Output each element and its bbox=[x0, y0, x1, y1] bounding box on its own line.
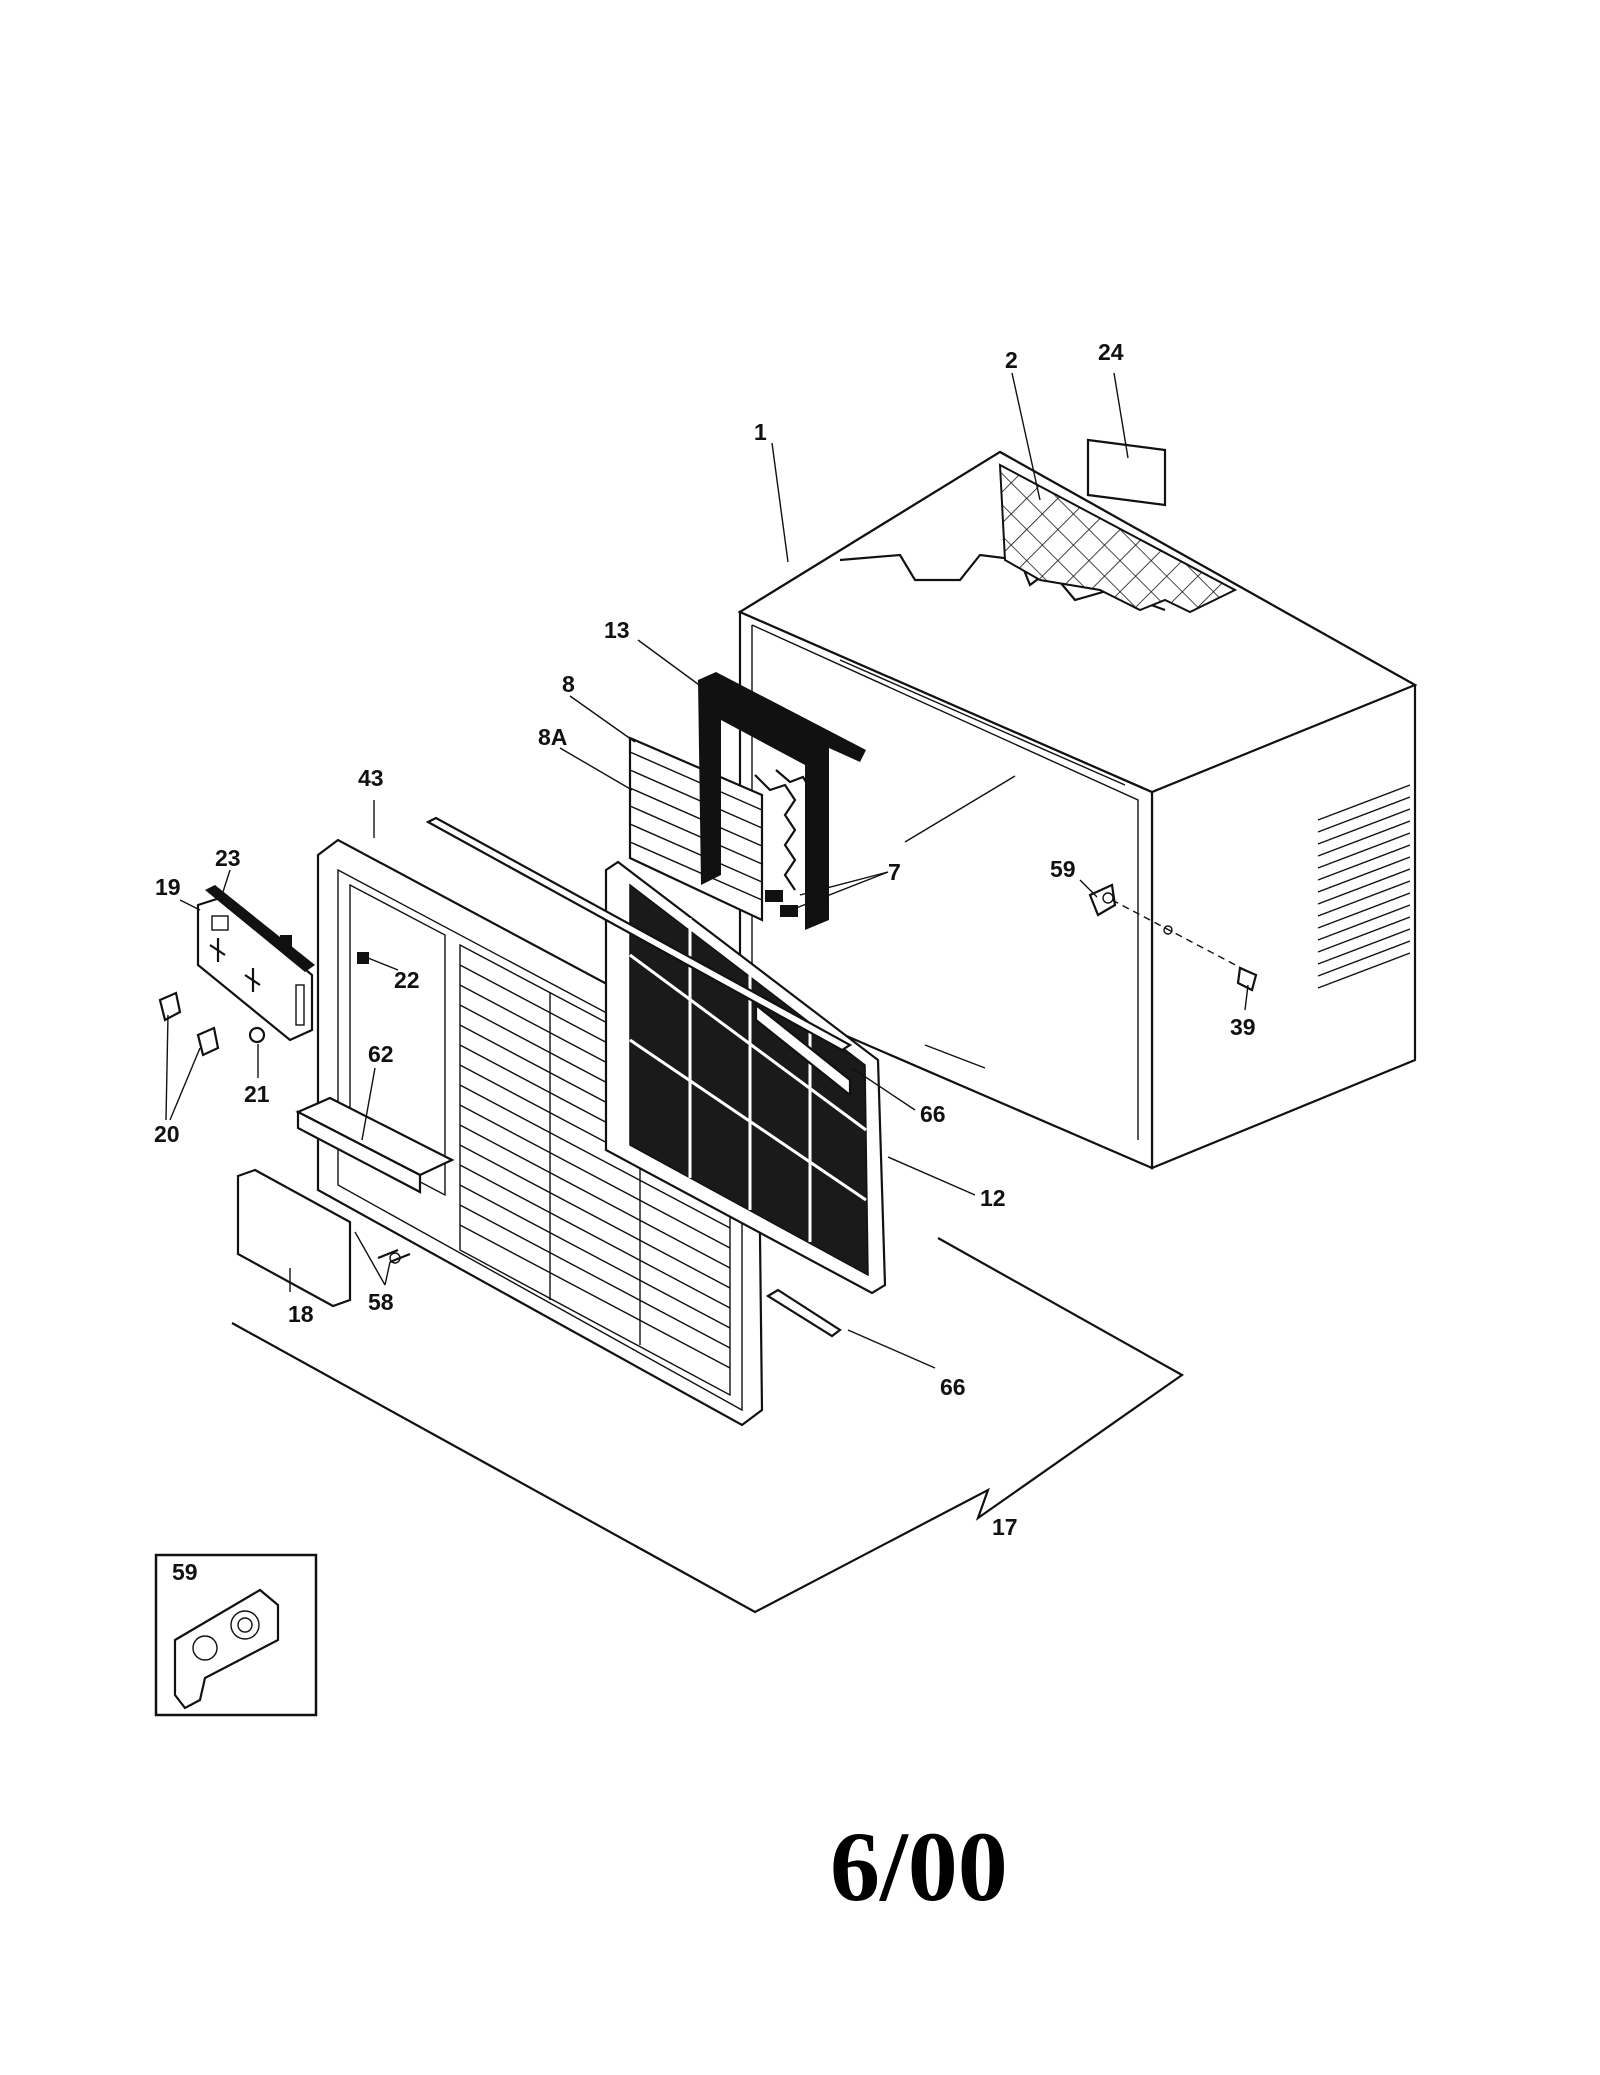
label-part-20: 20 bbox=[154, 1121, 180, 1147]
label-part-2: 2 bbox=[1005, 347, 1018, 373]
revision-date: 6/00 bbox=[830, 1811, 1008, 1922]
inset-label-59: 59 bbox=[172, 1559, 198, 1585]
assembly-bracket bbox=[231, 1237, 1185, 1614]
thermostat-strip bbox=[205, 885, 315, 972]
label-part-62: 62 bbox=[368, 1041, 394, 1067]
label-part-66-bottom: 66 bbox=[940, 1374, 966, 1400]
label-part-66-top: 66 bbox=[920, 1101, 946, 1127]
label-part-8a: 8A bbox=[538, 724, 567, 750]
coil-gasket bbox=[698, 672, 866, 930]
label-part-17: 17 bbox=[992, 1514, 1018, 1540]
mounting-bracket bbox=[1088, 883, 1117, 917]
label-part-39: 39 bbox=[1230, 1014, 1256, 1040]
label-part-18: 18 bbox=[288, 1301, 314, 1327]
label-part-19: 19 bbox=[155, 874, 181, 900]
knob-retainer bbox=[248, 1026, 266, 1044]
top-rail bbox=[425, 816, 853, 1052]
label-plate bbox=[1086, 438, 1167, 507]
control-knobs bbox=[158, 991, 220, 1057]
screw bbox=[1236, 966, 1258, 992]
label-part-58: 58 bbox=[368, 1289, 394, 1315]
label-part-22: 22 bbox=[394, 967, 420, 993]
label-part-12: 12 bbox=[980, 1185, 1006, 1211]
label-part-1: 1 bbox=[754, 419, 767, 445]
grille-bar bbox=[295, 1096, 455, 1194]
label-part-59: 59 bbox=[1050, 856, 1076, 882]
air-filter bbox=[604, 860, 887, 1295]
label-part-23: 23 bbox=[215, 845, 241, 871]
access-door bbox=[236, 1168, 352, 1308]
indicator-square bbox=[357, 952, 369, 964]
door-screws bbox=[377, 1248, 411, 1264]
label-part-43: 43 bbox=[358, 765, 384, 791]
insulation-pad bbox=[998, 463, 1238, 614]
label-part-13: 13 bbox=[604, 617, 630, 643]
label-part-24: 24 bbox=[1098, 339, 1124, 365]
side-louvers bbox=[1317, 784, 1411, 989]
label-part-8: 8 bbox=[562, 671, 575, 697]
switch-clip bbox=[280, 935, 292, 947]
label-part-7: 7 bbox=[888, 859, 901, 885]
bottom-rail bbox=[765, 1288, 842, 1338]
inset-detail-box bbox=[154, 1553, 318, 1717]
label-part-21: 21 bbox=[244, 1081, 270, 1107]
leader-lines bbox=[165, 372, 1249, 1369]
